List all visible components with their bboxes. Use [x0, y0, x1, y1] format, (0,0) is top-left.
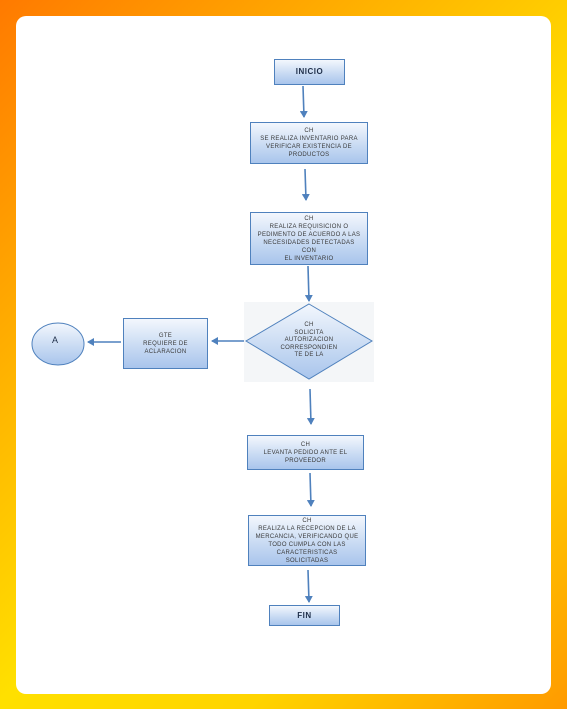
process-requisition-label: CH REALIZA REQUISICION O PEDIMENTO DE AC…: [257, 215, 361, 262]
arrow-step2-decision: [304, 265, 313, 302]
connector-circle: [31, 322, 85, 366]
start-label: INICIO: [295, 67, 324, 76]
process-requisition: CH REALIZA REQUISICION O PEDIMENTO DE AC…: [250, 212, 368, 265]
start-node: INICIO: [274, 59, 345, 85]
process-reception-label: CH REALIZA LA RECEPCION DE LA MERCANCIA,…: [255, 517, 359, 564]
end-label: FIN: [297, 610, 312, 620]
arrow-step3-step4: [306, 472, 315, 507]
end-node: FIN: [269, 605, 340, 626]
arrow-start-step1: [299, 85, 308, 118]
decision-diamond: [245, 303, 373, 380]
process-reception: CH REALIZA LA RECEPCION DE LA MERCANCIA,…: [248, 515, 366, 566]
process-inventory-label: CH SE REALIZA INVENTARIO PARA VERIFICAR …: [260, 128, 358, 158]
connector-label: A: [51, 335, 58, 345]
process-clarification-label: GTE REQUIERE DE ACLARACION: [143, 332, 188, 355]
decision-label: CH SOLICITA AUTORIZACION CORRESPONDIEN T…: [280, 322, 338, 358]
process-inventory: CH SE REALIZA INVENTARIO PARA VERIFICAR …: [250, 122, 368, 164]
arrow-step1-step2: [301, 168, 310, 201]
process-order-label: CH LEVANTA PEDIDO ANTE EL PROVEEDOR: [263, 441, 348, 464]
process-order: CH LEVANTA PEDIDO ANTE EL PROVEEDOR: [247, 435, 364, 470]
arrow-step4-end: [304, 569, 313, 603]
arrow-decision-step3: [306, 388, 315, 425]
process-clarification: GTE REQUIERE DE ACLARACION: [123, 318, 208, 369]
